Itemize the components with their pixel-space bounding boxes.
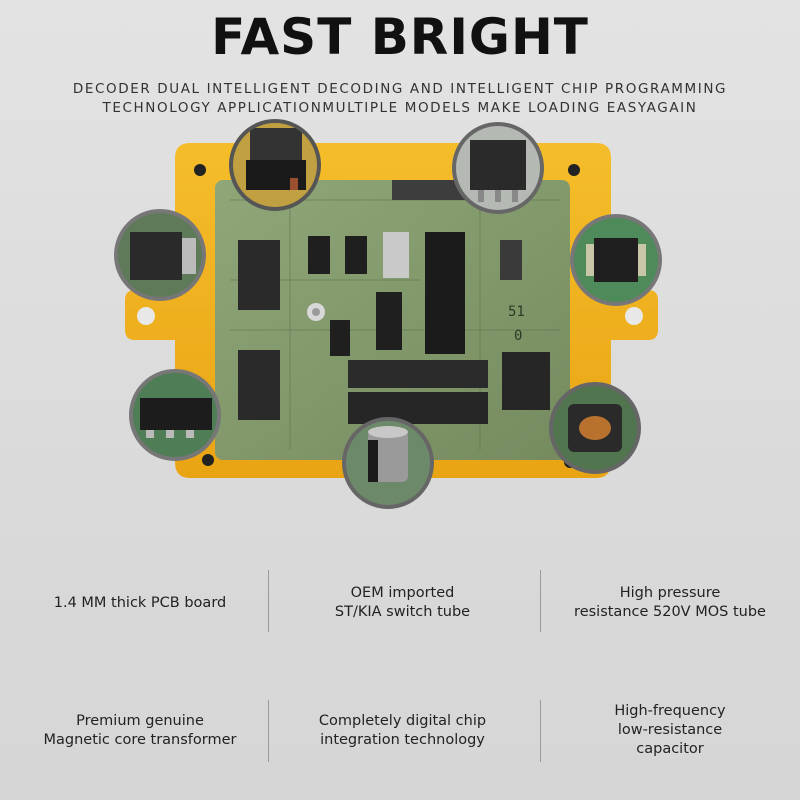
subtitle-line-1: DECODER DUAL INTELLIGENT DECODING AND IN… [72, 81, 728, 97]
divider [268, 700, 269, 762]
feature-digital-chip: Completely digital chip integration tech… [318, 713, 487, 748]
subtitle: DECODER DUAL INTELLIGENT DECODING AND IN… [40, 80, 760, 118]
zoom-callout-mos-chip [452, 122, 544, 214]
pcb-mark-1: 51 [508, 304, 525, 320]
feature-mos-tube: High pressure resistance 520V MOS tube [574, 585, 766, 620]
feature-switch-tube: OEM imported ST/KIA switch tube [334, 585, 471, 620]
feature-transformer: Premium genuine Magnetic core transforme… [43, 713, 237, 748]
pcb-mark-2: 0 [514, 328, 522, 344]
mounting-hole-right [625, 307, 643, 325]
zoom-callout-switch-tube [114, 209, 206, 301]
zoom-callout-capacitor [342, 417, 434, 509]
zoom-callout-qfn-chip [570, 214, 662, 306]
zoom-callout-inductor [229, 119, 321, 211]
feature-capacitor: High-frequency low-resistance capacitor [614, 703, 726, 757]
feature-pcb-thickness: 1.4 MM thick PCB board [53, 595, 227, 611]
zoom-callout-transformer [549, 382, 641, 474]
page-title: FAST BRIGHT [211, 8, 589, 66]
divider [540, 570, 541, 632]
product-image: 51 0 [114, 119, 662, 509]
divider [540, 700, 541, 762]
divider [268, 570, 269, 632]
zoom-callout-ic [129, 369, 221, 461]
subtitle-line-2: TECHNOLOGY APPLICATIONMULTIPLE MODELS MA… [102, 100, 698, 116]
mounting-hole-left [137, 307, 155, 325]
